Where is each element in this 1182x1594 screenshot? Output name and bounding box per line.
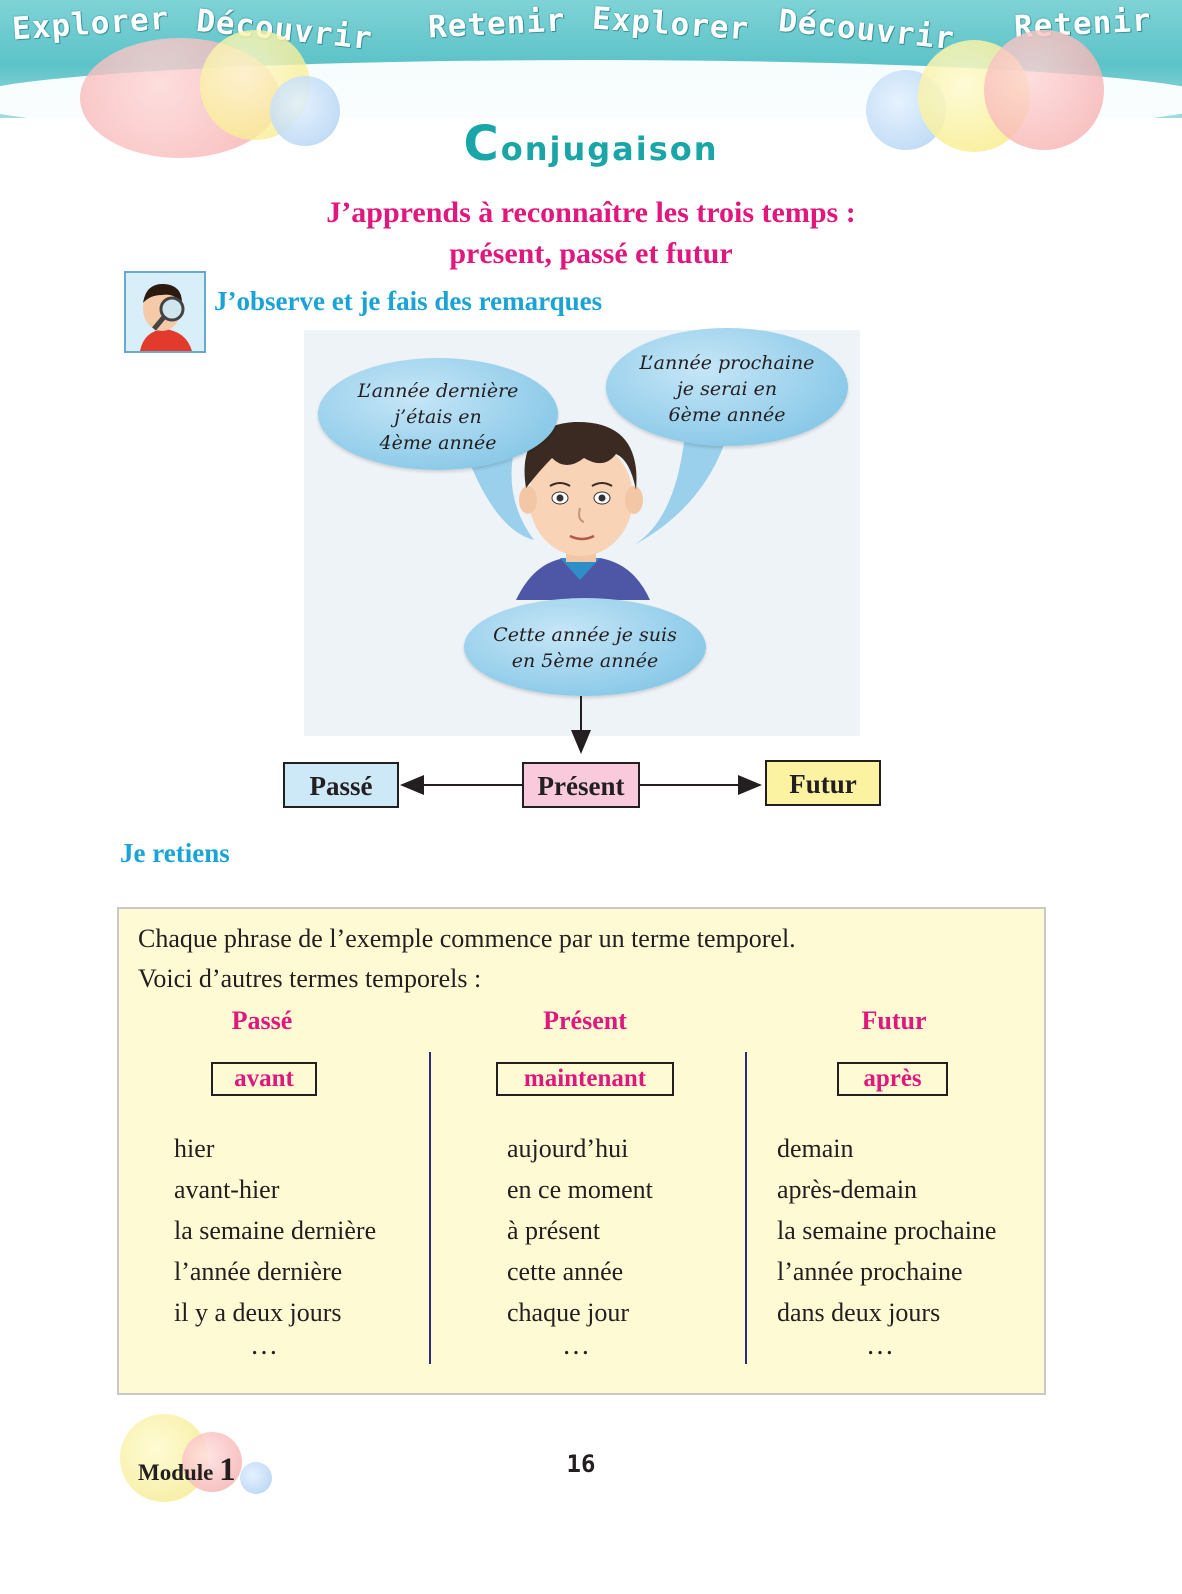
term-item: la semaine prochaine (777, 1216, 997, 1245)
subtitle-line: J’apprends à reconnaître les trois temps… (326, 196, 856, 229)
timeline-future-box: Futur (765, 760, 881, 806)
term-item: après-demain (777, 1175, 918, 1204)
term-item: aujourd’hui (507, 1134, 629, 1163)
page-title: Conjugaison (0, 116, 1182, 172)
title-rest: onjugaison (500, 130, 719, 168)
timeline-present-box: Présent (522, 762, 640, 808)
subtitle-line: présent, passé et futur (449, 237, 733, 270)
boy-with-magnifier-icon (124, 271, 206, 353)
module-label: Module 1 (138, 1452, 236, 1489)
lesson-subtitle: J’apprends à reconnaître les trois temps… (0, 192, 1182, 274)
term-item: à présent (507, 1216, 601, 1245)
term-list-past: hier avant-hier la semaine dernière l’an… (174, 1128, 376, 1333)
bubble-line: Cette année je suis (493, 624, 677, 646)
term-item: en ce moment (507, 1175, 653, 1204)
footer-decor-circle (240, 1462, 272, 1494)
bubble-line: en 5ème année (511, 650, 659, 672)
decor-circle (984, 30, 1104, 150)
retiens-intro: Voici d’autres termes temporels : (138, 964, 482, 993)
column-title-past: Passé (231, 1006, 293, 1035)
column-title-future: Futur (861, 1006, 927, 1035)
term-list-future: demain après-demain la semaine prochaine… (777, 1128, 996, 1333)
column-title-present: Présent (543, 1006, 627, 1035)
boy-illustration: L’année dernière j’étais en 4ème année L… (304, 328, 860, 736)
term-item: l’année dernière (174, 1257, 343, 1286)
term-item: la semaine dernière (174, 1216, 377, 1245)
key-term-future: après (837, 1062, 948, 1096)
term-item: l’année prochaine (777, 1257, 963, 1286)
retiens-intro: Chaque phrase de l’exemple commence par … (138, 924, 796, 953)
speech-bubble-past: L’année dernière j’étais en 4ème année (318, 358, 558, 470)
bubble-line: je serai en (676, 378, 778, 400)
timeline-past-box: Passé (283, 762, 399, 808)
decor-circle (270, 76, 340, 146)
title-initial: C (463, 116, 501, 172)
term-list-present: aujourd’hui en ce moment à présent cette… (507, 1128, 653, 1333)
term-item: chaque jour (507, 1298, 630, 1327)
term-item: hier (174, 1134, 215, 1163)
speech-bubble-present: Cette année je suis en 5ème année (464, 598, 706, 696)
term-item: demain (777, 1134, 854, 1163)
term-item: dans deux jours (777, 1298, 941, 1327)
term-item: avant-hier (174, 1175, 280, 1204)
key-term-past: avant (211, 1062, 317, 1096)
module-number: 1 (219, 1452, 236, 1488)
ellipsis-present: … (562, 1330, 596, 1361)
retiens-box (117, 907, 1046, 1395)
bubble-line: 6ème année (668, 404, 786, 426)
bubble-line: 4ème année (379, 432, 497, 454)
key-term-present: maintenant (496, 1062, 674, 1096)
term-item: cette année (507, 1257, 624, 1286)
ellipsis-past: … (250, 1330, 284, 1361)
module-word: Module (138, 1460, 214, 1485)
column-divider (745, 1052, 747, 1364)
observe-heading: J’observe et je fais des remarques (214, 286, 603, 316)
term-item: il y a deux jours (174, 1298, 342, 1327)
bubble-line: j’étais en (394, 406, 482, 428)
ellipsis-future: … (866, 1330, 900, 1361)
footer-decor-circle (182, 1432, 242, 1492)
bubble-line: L’année prochaine (639, 352, 815, 374)
retiens-heading: Je retiens (120, 838, 230, 868)
column-divider (429, 1052, 431, 1364)
bubble-line: L’année dernière (357, 380, 519, 402)
timeline-arrows (400, 696, 762, 795)
speech-bubble-future: L’année prochaine je serai en 6ème année (606, 328, 848, 446)
page-number: 16 (566, 1450, 596, 1478)
